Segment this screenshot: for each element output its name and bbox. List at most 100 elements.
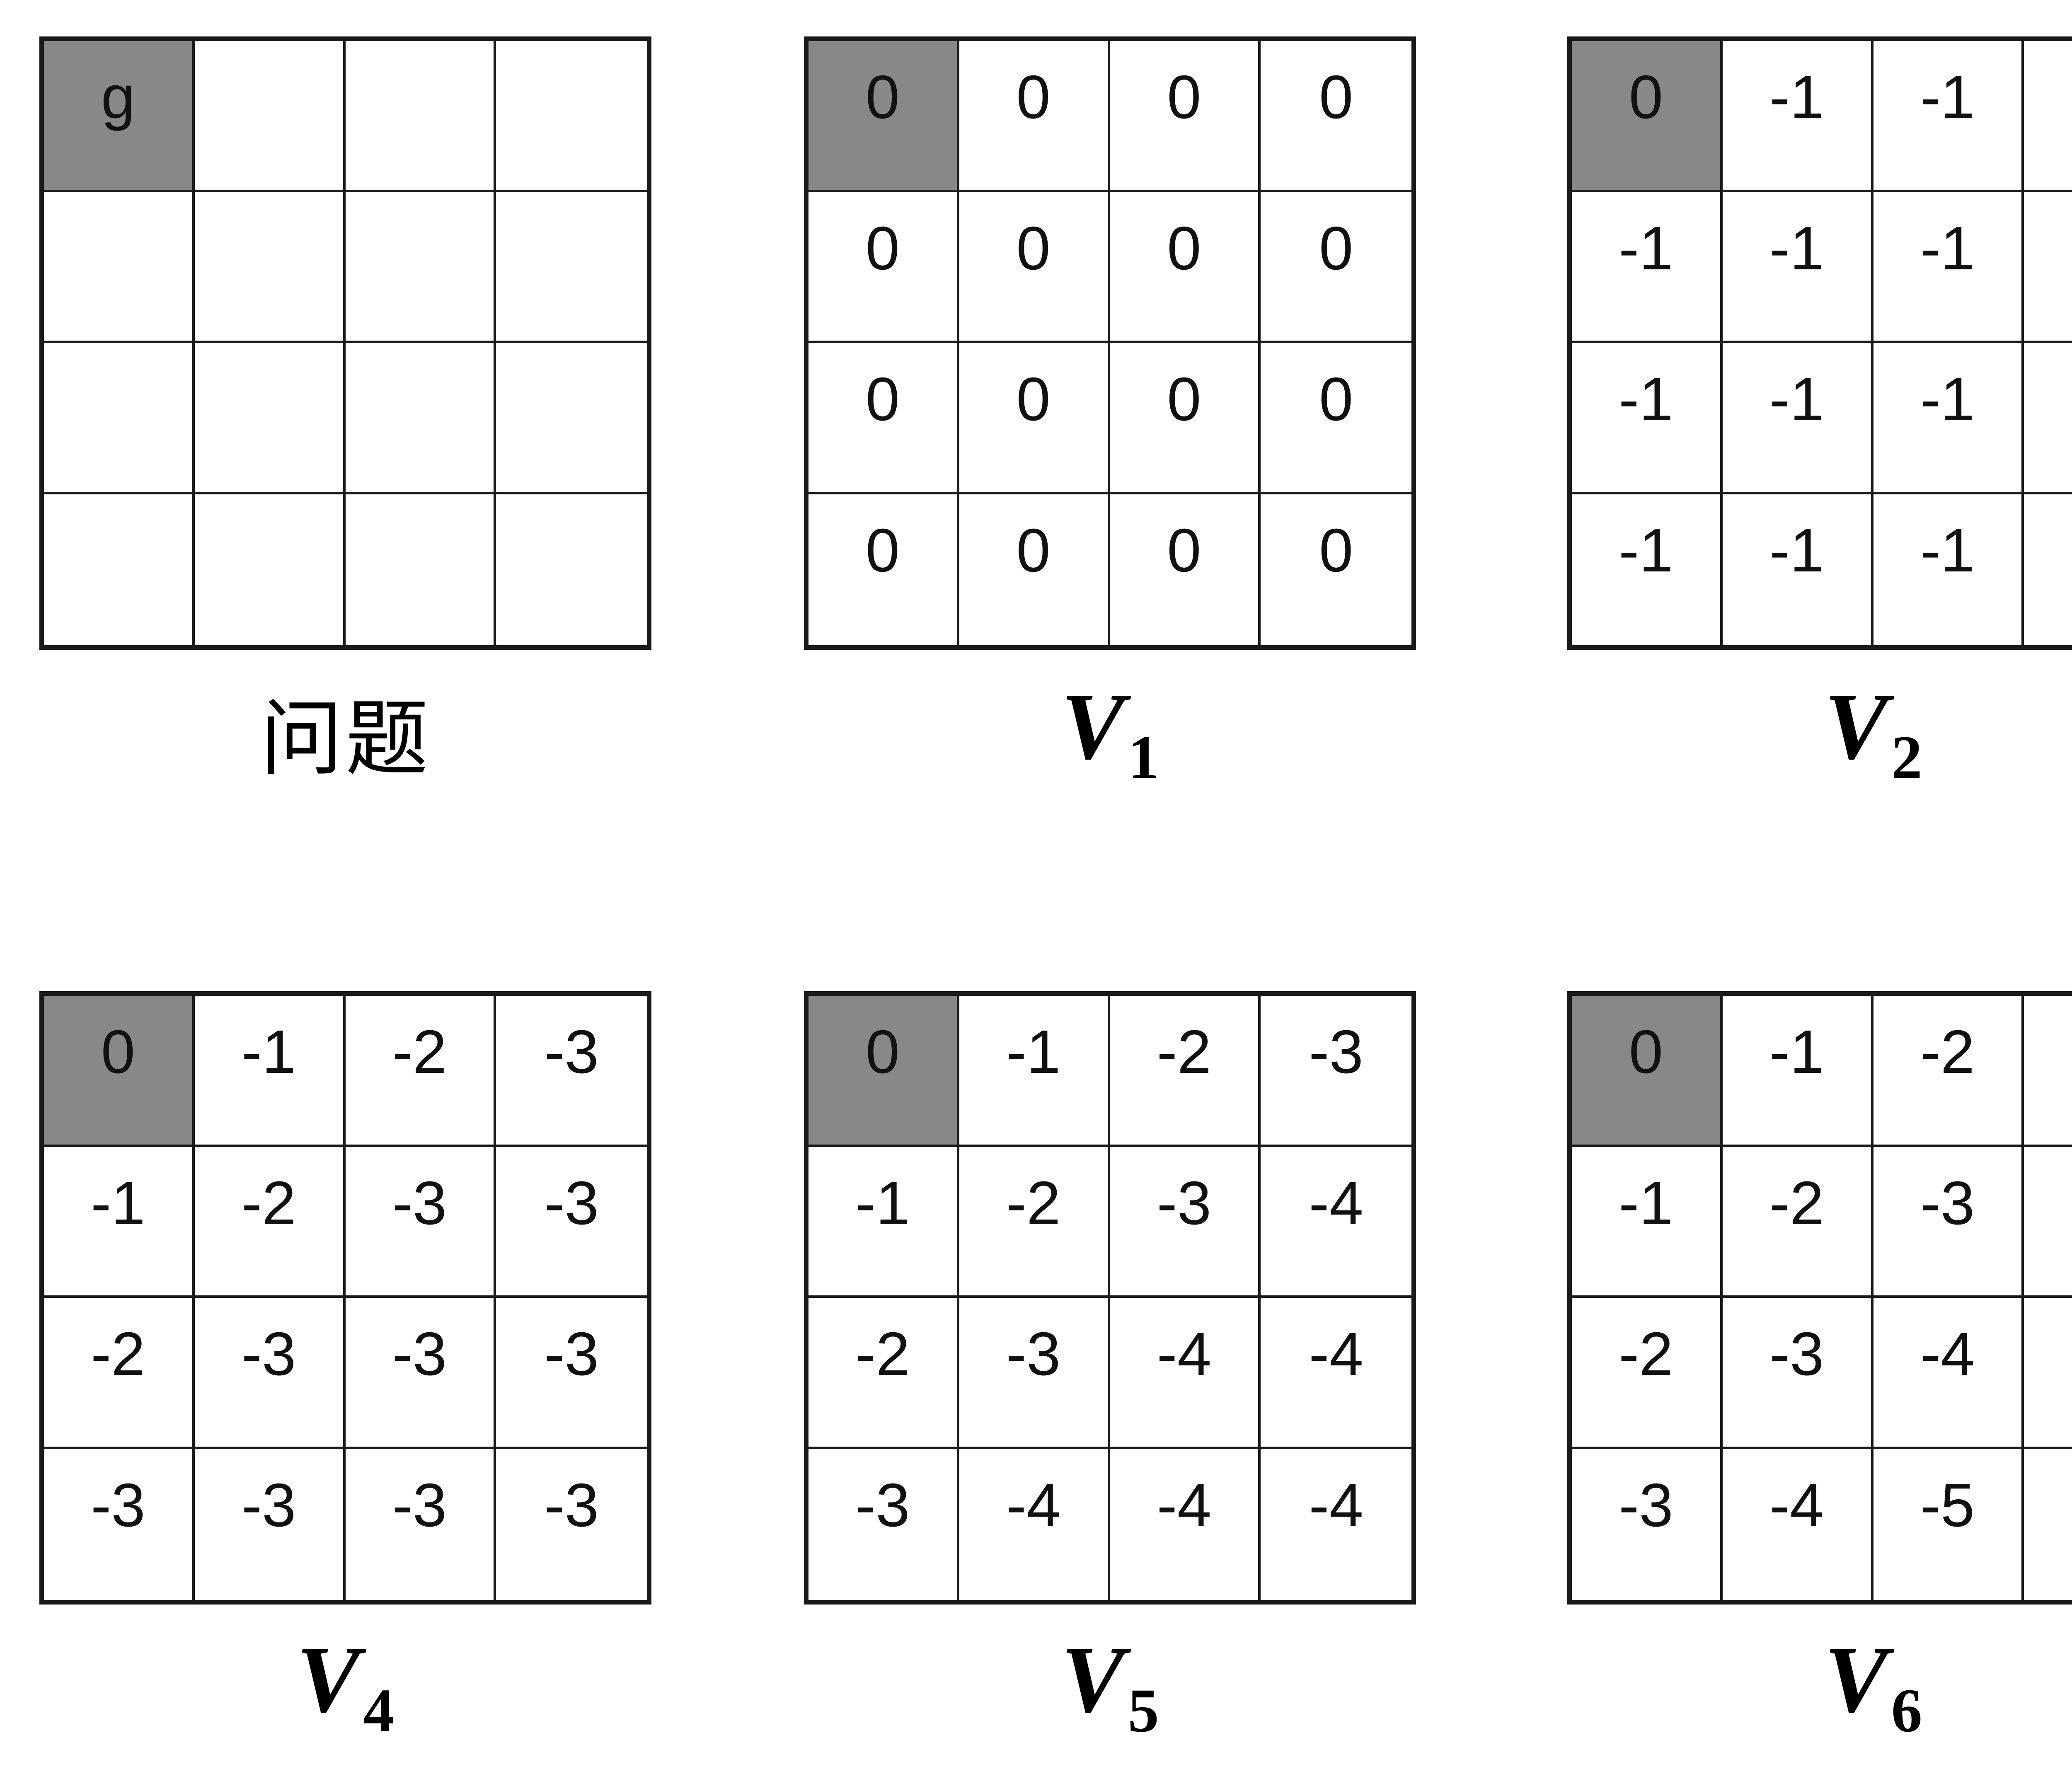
cell-r1-c1: [194, 192, 346, 343]
cell-r0-c1: -1: [959, 996, 1110, 1147]
cell-r0-c0: 0: [44, 996, 195, 1147]
cell-r0-c1: 0: [959, 41, 1110, 192]
cell-r1-c0: [44, 192, 195, 343]
cell-r0-c0: 0: [1572, 996, 1723, 1147]
caption-v5-symbol: V: [1061, 1626, 1125, 1732]
cell-r2-c1: [194, 343, 346, 494]
grid-v1: 0 0 0 0 0 0 0 0 0 0 0 0 0 0 0 0: [804, 36, 1416, 650]
panel-v5: 0 -1 -2 -3 -1 -2 -3 -4 -2 -3 -4 -4 -3 -4…: [804, 991, 1416, 1605]
caption-v6-math: V6: [1824, 1624, 1922, 1746]
cell-r3-c2: -1: [1873, 494, 2024, 645]
cell-r1-c1: -2: [959, 1147, 1110, 1298]
grid-v5: 0 -1 -2 -3 -1 -2 -3 -4 -2 -3 -4 -4 -3 -4…: [804, 991, 1416, 1605]
cell-r3-c0: -3: [1572, 1449, 1723, 1600]
cell-r1-c3: -4: [1261, 1147, 1411, 1298]
cell-r2-c3: [496, 343, 647, 494]
cell-r2-c0: -2: [808, 1298, 959, 1449]
cell-r1-c2: -1: [1873, 192, 2024, 343]
cell-r2-c2: -3: [345, 1298, 496, 1449]
cell-r3-c1: 0: [959, 494, 1110, 645]
cell-r2-c3: -3: [496, 1298, 647, 1449]
cell-r1-c0: -1: [808, 1147, 959, 1298]
cell-r2-c2: [345, 343, 496, 494]
cell-r1-c3: [496, 192, 647, 343]
cell-r3-c0: -1: [1572, 494, 1723, 645]
cell-r1-c2: 0: [1110, 192, 1261, 343]
caption-v4-subscript: 4: [363, 1676, 395, 1745]
cell-r2-c0: -2: [1572, 1298, 1723, 1449]
cell-r1-c0: -1: [1572, 192, 1723, 343]
cell-r0-c2: -2: [1873, 996, 2024, 1147]
panel-v2: 0 -1 -1 -1 -1 -1 -1 -1 -1 -1 -1 -1 -1 -1…: [1567, 36, 2072, 650]
cell-r1-c0: -1: [44, 1147, 195, 1298]
cell-r2-c3: -4: [1261, 1298, 1411, 1449]
cell-r3-c2: [345, 494, 496, 645]
cell-r2-c0: -2: [44, 1298, 195, 1449]
caption-v6-symbol: V: [1824, 1626, 1888, 1732]
cell-r2-c1: -3: [959, 1298, 1110, 1449]
caption-v4-symbol: V: [296, 1626, 360, 1732]
cell-r0-c0: 0: [808, 996, 959, 1147]
caption-v2-math: V2: [1824, 671, 1922, 793]
cell-r0-c3: 0: [1261, 41, 1411, 192]
cell-r0-c2: 0: [1110, 41, 1261, 192]
cell-r1-c1: -2: [194, 1147, 346, 1298]
cell-r1-c3: 0: [1261, 192, 1411, 343]
cell-r1-c1: 0: [959, 192, 1110, 343]
cell-r0-c2: -2: [345, 996, 496, 1147]
cell-r2-c3: -5: [2024, 1298, 2072, 1449]
caption-v4: V4: [39, 1624, 651, 1746]
cell-r0-c1: [194, 41, 346, 192]
caption-v5: V5: [804, 1624, 1416, 1746]
panel-v4: 0 -1 -2 -3 -1 -2 -3 -3 -2 -3 -3 -3 -3 -3…: [39, 991, 651, 1605]
cell-r1-c0: 0: [808, 192, 959, 343]
cell-r1-c3: -1: [2024, 192, 2072, 343]
caption-v6: V6: [1567, 1624, 2072, 1746]
grid-v4: 0 -1 -2 -3 -1 -2 -3 -3 -2 -3 -3 -3 -3 -3…: [39, 991, 651, 1605]
caption-v2-subscript: 2: [1891, 723, 1922, 792]
caption-v1: V1: [804, 671, 1416, 793]
cell-r3-c1: -1: [1722, 494, 1874, 645]
cell-r0-c3: [496, 41, 647, 192]
cell-r2-c1: 0: [959, 343, 1110, 494]
cell-r2-c0: -1: [1572, 343, 1723, 494]
cell-r3-c0: -3: [808, 1449, 959, 1600]
cell-r2-c2: 0: [1110, 343, 1261, 494]
cell-r3-c2: 0: [1110, 494, 1261, 645]
cell-r3-c2: -5: [1873, 1449, 2024, 1600]
cell-r3-c0: 0: [808, 494, 959, 645]
cell-r2-c1: -1: [1722, 343, 1874, 494]
cell-r3-c1: [194, 494, 346, 645]
cell-r3-c3: -5: [2024, 1449, 2072, 1600]
cell-r3-c0: -3: [44, 1449, 195, 1600]
caption-v2: V2: [1567, 671, 2072, 793]
cell-r2-c0: [44, 343, 195, 494]
caption-problem: 问题: [39, 671, 651, 791]
caption-v5-subscript: 5: [1128, 1676, 1159, 1745]
caption-v4-math: V4: [296, 1624, 394, 1746]
cell-r0-c3: -3: [2024, 996, 2072, 1147]
cell-r1-c2: -3: [1110, 1147, 1261, 1298]
panel-v1: 0 0 0 0 0 0 0 0 0 0 0 0 0 0 0 0: [804, 36, 1416, 650]
cell-r0-c3: -3: [1261, 996, 1411, 1147]
cell-r3-c0: [44, 494, 195, 645]
cell-r3-c3: [496, 494, 647, 645]
caption-problem-text: 问题: [260, 691, 431, 787]
cell-r0-c1: -1: [1722, 996, 1874, 1147]
cell-r0-c0: 0: [808, 41, 959, 192]
cell-r1-c1: -2: [1722, 1147, 1874, 1298]
cell-r1-c3: -4: [2024, 1147, 2072, 1298]
cell-r2-c0: 0: [808, 343, 959, 494]
grid-problem: g: [39, 36, 651, 650]
cell-r0-c0: 0: [1572, 41, 1723, 192]
cell-r0-c3: -3: [496, 996, 647, 1147]
cell-r3-c1: -3: [194, 1449, 346, 1600]
cell-r3-c2: -4: [1110, 1449, 1261, 1600]
cell-r3-c2: -3: [345, 1449, 496, 1600]
cell-r3-c1: -4: [959, 1449, 1110, 1600]
cell-r1-c3: -3: [496, 1147, 647, 1298]
cell-r3-c1: -4: [1722, 1449, 1874, 1600]
panel-v6: 0 -1 -2 -3 -1 -2 -3 -4 -2 -3 -4 -5 -3 -4…: [1567, 991, 2072, 1605]
cell-r3-c3: 0: [1261, 494, 1411, 645]
